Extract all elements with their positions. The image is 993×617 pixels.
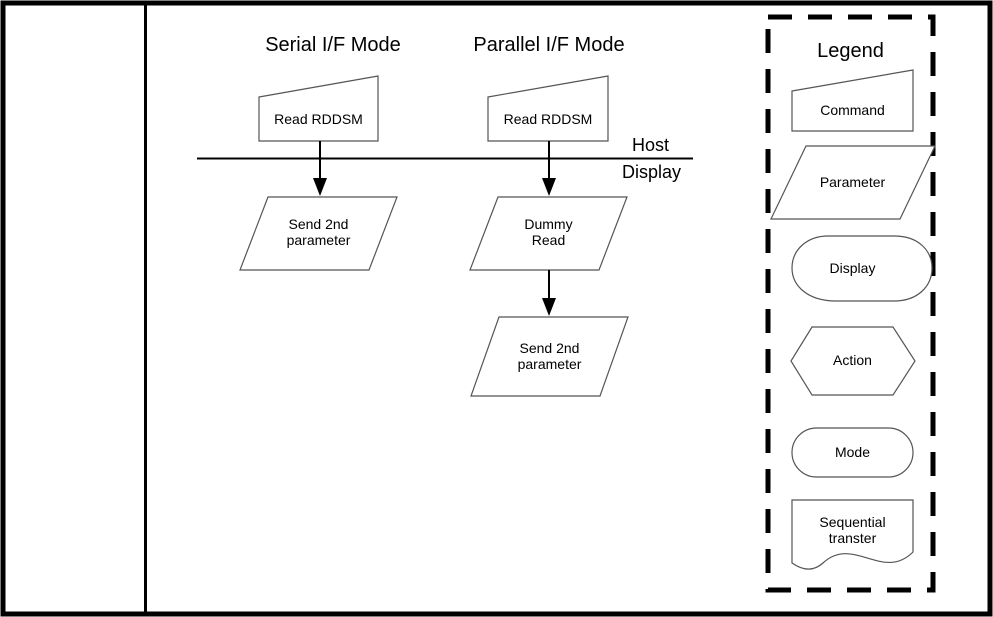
legend-dashed-border: [765, 14, 936, 593]
legend-display-shape: [791, 235, 933, 302]
legend-mode-shape: [791, 427, 914, 478]
parallel-dummy-read-shape: [469, 196, 628, 271]
serial-connector-arrowhead: [313, 178, 327, 196]
legend-parameter-shape: [770, 145, 936, 220]
serial-read-rddsm-shape: [258, 75, 379, 142]
parallel-connector-arrowhead-1: [542, 178, 556, 196]
host-label: Host: [632, 135, 670, 155]
parallel-send-2nd-parameter-shape: [470, 316, 629, 397]
title-serial-mode: Serial I/F Mode: [265, 34, 401, 56]
parallel-connector-arrowhead-2: [542, 298, 556, 316]
legend-sequential-transfer-shape: [791, 499, 914, 570]
serial-send-2nd-parameter-shape: [239, 196, 398, 271]
legend-action-shape: [790, 326, 916, 396]
title-parallel-mode: Parallel I/F Mode: [473, 34, 625, 56]
legend-command-shape: [791, 69, 914, 132]
display-label: Display: [622, 162, 682, 182]
legend-title: Legend: [817, 40, 884, 62]
parallel-read-rddsm-shape: [487, 75, 609, 142]
